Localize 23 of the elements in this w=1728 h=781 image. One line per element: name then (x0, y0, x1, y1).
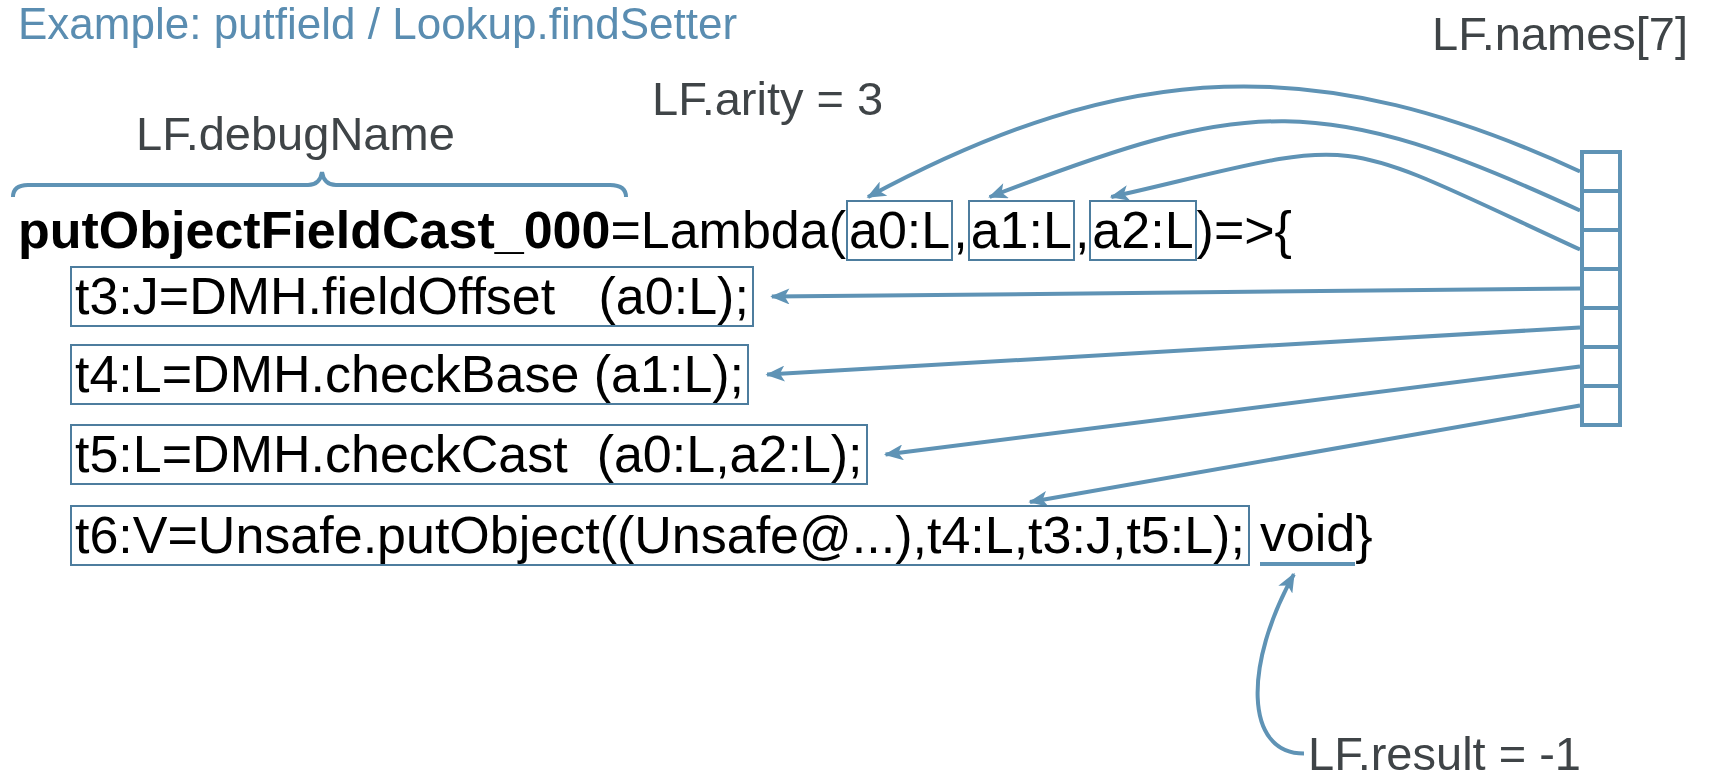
statement-box: t5:L=DMH.checkCast (a0:L,a2:L); (70, 424, 868, 486)
argument-box: a2:L (1089, 200, 1197, 262)
arrow (866, 84, 1581, 199)
arrow (770, 286, 1581, 305)
code-text: )=>{ (1196, 202, 1292, 260)
statement-box: t4:L=DMH.checkBase (a1:L); (70, 344, 750, 406)
arrow (1255, 572, 1305, 756)
argument-box: a0:L (846, 200, 954, 262)
code-text: putObjectFieldCast_000=Lambda( (18, 202, 846, 260)
arrow (1109, 152, 1581, 252)
code-text: , (953, 202, 968, 260)
code-text: , (1074, 202, 1090, 260)
arrow (884, 364, 1581, 461)
return-type: void (1259, 505, 1356, 567)
code-text: } (1355, 507, 1373, 565)
statement-box: t3:J=DMH.fieldOffset (a0:L); (70, 266, 754, 328)
arrow (765, 325, 1581, 382)
statement-box: t6:V=Unsafe.putObject((Unsafe@...),t4:L,t3:J,t5:L); (70, 505, 1250, 567)
arrow (988, 119, 1581, 213)
argument-box: a1:L (967, 200, 1075, 262)
slide-title: Example: putfield / Lookup.findSetter (18, 2, 738, 46)
annotation-label: LF.result = -1 (1308, 730, 1581, 777)
arrow (1028, 403, 1581, 507)
